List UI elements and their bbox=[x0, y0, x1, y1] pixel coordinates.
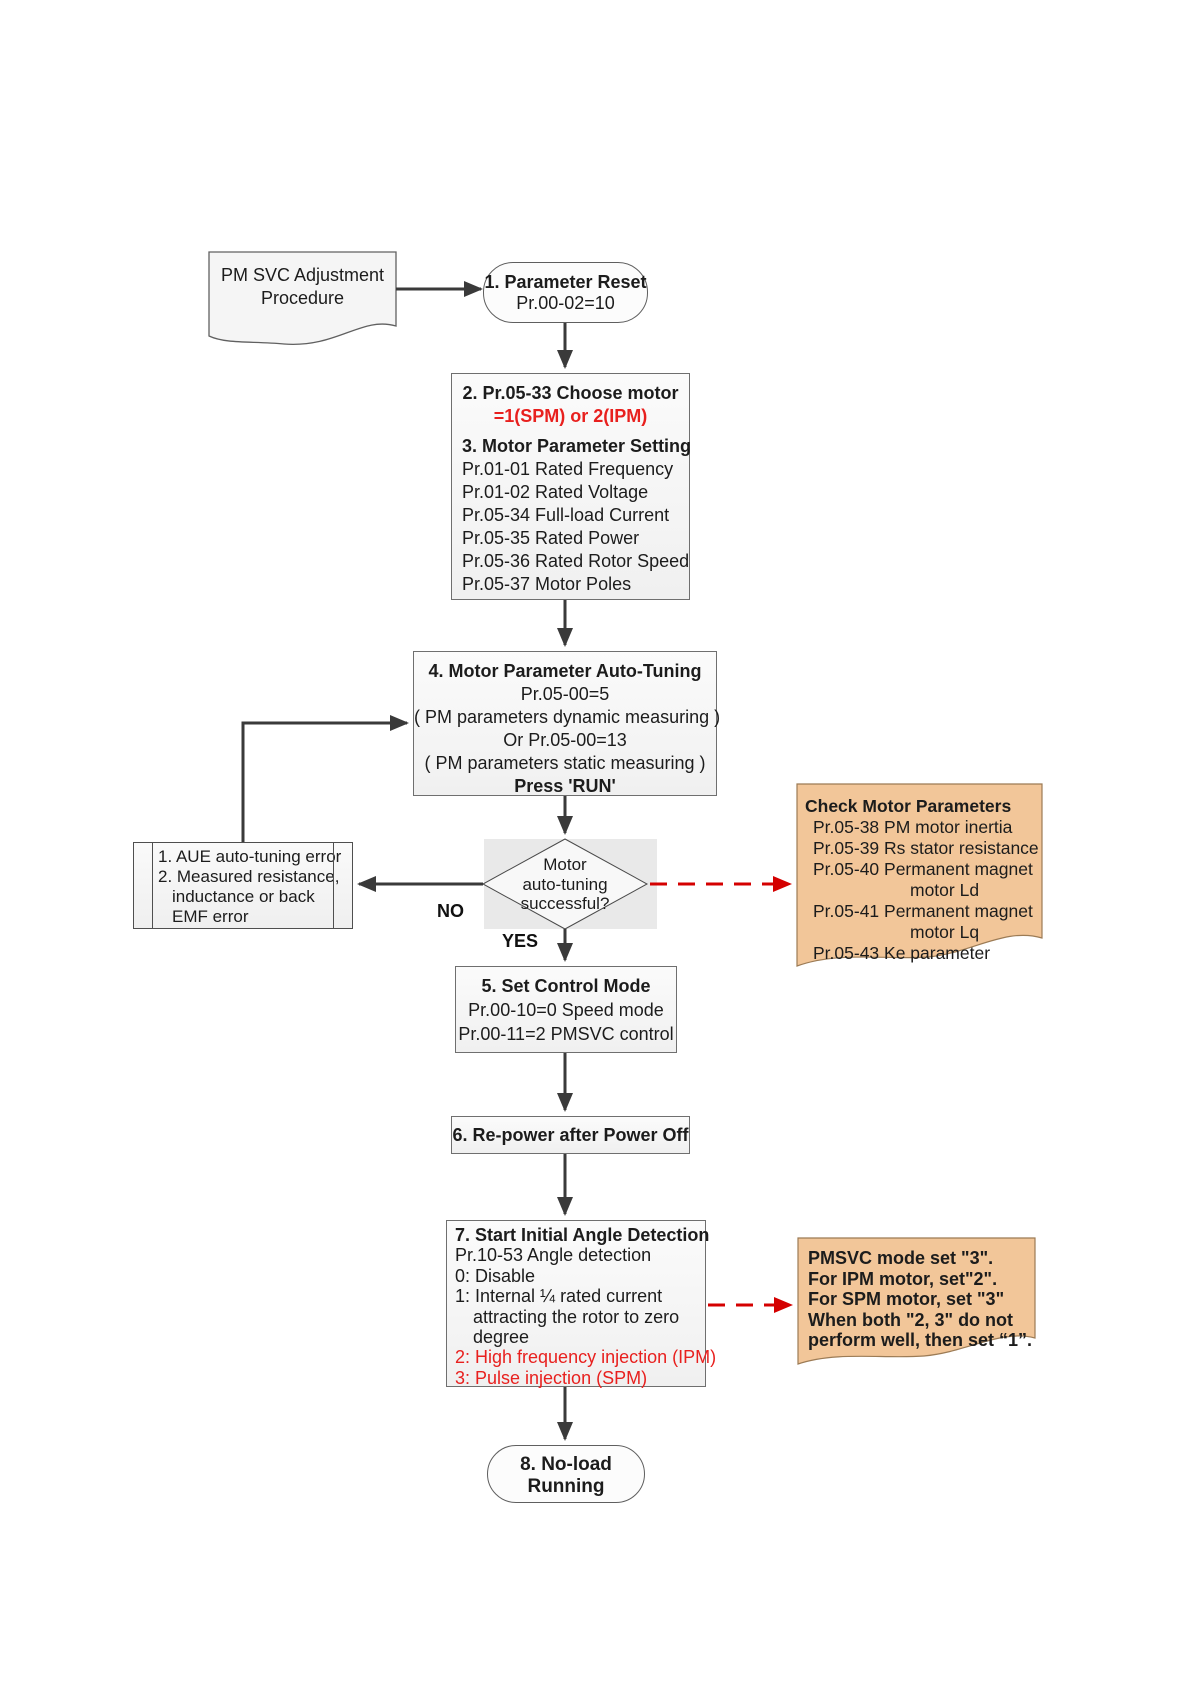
step4-param: Or Pr.05-00=13 bbox=[503, 730, 627, 750]
step7-box: 7. Start Initial Angle Detection Pr.10-5… bbox=[446, 1220, 717, 1388]
step3-title: 3. Motor Parameter Setting bbox=[462, 436, 692, 456]
pmsvc-mode-note: PMSVC mode set "3". For IPM motor, set"2… bbox=[798, 1238, 1035, 1351]
step4-action: Press 'RUN' bbox=[514, 776, 616, 796]
start-document: PM SVC Adjustment Procedure bbox=[209, 252, 396, 332]
check-param: motor Ld bbox=[910, 880, 980, 900]
step2-value: =1(SPM) or 2(IPM) bbox=[493, 406, 648, 426]
step7-option: 2: High frequency injection (IPM) bbox=[455, 1347, 717, 1368]
start-line: Procedure bbox=[260, 288, 345, 308]
note-line: For IPM motor, set"2". bbox=[808, 1268, 998, 1289]
step4-box: 4. Motor Parameter Auto-Tuning Pr.05-00=… bbox=[413, 651, 721, 796]
error-line: 1. AUE auto-tuning error bbox=[158, 847, 342, 866]
step3-param: Pr.01-02 Rated Voltage bbox=[462, 482, 649, 502]
step7-option: degree bbox=[473, 1327, 530, 1348]
step2-title: 2. Pr.05-33 Choose motor bbox=[462, 383, 679, 403]
step5-box: 5. Set Control Mode Pr.00-10=0 Speed mod… bbox=[455, 966, 677, 1053]
step4-note: ( PM parameters static measuring ) bbox=[424, 753, 706, 773]
step4-note: ( PM parameters dynamic measuring ) bbox=[414, 707, 721, 727]
step3-param: Pr.01-01 Rated Frequency bbox=[462, 459, 674, 479]
step3-param: Pr.05-37 Motor Poles bbox=[462, 574, 632, 594]
check-param: Pr.05-39 Rs stator resistance bbox=[813, 838, 1039, 858]
step5-param: Pr.00-11=2 PMSVC control bbox=[458, 1024, 674, 1044]
step7-option: 0: Disable bbox=[455, 1265, 536, 1286]
check-parameters-note: Check Motor Parameters Pr.05-38 PM motor… bbox=[797, 784, 1042, 964]
pmsvc-mode-note-shape bbox=[797, 1237, 1036, 1365]
step4-title: 4. Motor Parameter Auto-Tuning bbox=[428, 661, 702, 681]
check-parameters-note-shape bbox=[796, 783, 1043, 967]
note-line: When both "2, 3" do not bbox=[808, 1309, 1014, 1330]
error-line: inductance or back bbox=[172, 887, 315, 906]
error-line: 2. Measured resistance, bbox=[158, 867, 340, 886]
check-param: Pr.05-41 Permanent magnet bbox=[813, 901, 1033, 921]
step1-terminator: 1. Parameter Reset Pr.00-02=10 bbox=[483, 262, 648, 323]
decision-line: auto-tuning bbox=[522, 874, 608, 894]
start-document-shape bbox=[208, 251, 397, 345]
step4-param: Pr.05-00=5 bbox=[520, 684, 610, 704]
step5-param: Pr.00-10=0 Speed mode bbox=[468, 1000, 664, 1020]
step6-title: 6. Re-power after Power Off bbox=[452, 1124, 689, 1145]
step7-title: 7. Start Initial Angle Detection bbox=[455, 1225, 710, 1245]
no-label: NO bbox=[437, 901, 464, 921]
note-line: For SPM motor, set "3" bbox=[808, 1289, 1005, 1309]
check-param: Pr.05-43 Ke parameter bbox=[813, 943, 991, 963]
step1-param: Pr.00-02=10 bbox=[516, 293, 615, 313]
step7-option: 1: Internal ¼ rated current bbox=[455, 1286, 663, 1307]
error-box: 1. AUE auto-tuning error 2. Measured res… bbox=[133, 842, 353, 929]
arrow-error-to-step4-loop bbox=[241, 715, 409, 842]
start-line: PM SVC Adjustment bbox=[220, 265, 385, 285]
note-line: PMSVC mode set "3". bbox=[808, 1248, 994, 1268]
step3-param: Pr.05-34 Full-load Current bbox=[462, 505, 670, 525]
step7-option: 3: Pulse injection (SPM) bbox=[455, 1367, 648, 1388]
note-line: perform well, then set “1”. bbox=[808, 1330, 1033, 1350]
error-line: EMF error bbox=[172, 907, 249, 926]
step8-line: Running bbox=[527, 1476, 605, 1497]
step8-line: 8. No-load bbox=[520, 1454, 612, 1475]
step8-terminator: 8. No-load Running bbox=[487, 1445, 645, 1503]
predefined-bar-left bbox=[152, 843, 153, 928]
decision-diamond: Motor auto-tuning successful? bbox=[490, 855, 640, 914]
step6-box: 6. Re-power after Power Off bbox=[451, 1116, 690, 1154]
step7-option: attracting the rotor to zero bbox=[473, 1306, 680, 1327]
predefined-bar-right bbox=[333, 843, 334, 928]
decision-line: successful? bbox=[520, 894, 610, 913]
step5-title: 5. Set Control Mode bbox=[481, 976, 651, 996]
step3-param: Pr.05-36 Rated Rotor Speed bbox=[462, 551, 690, 571]
check-param: motor Lq bbox=[910, 922, 980, 942]
yes-label: YES bbox=[502, 931, 539, 951]
step7-param: Pr.10-53 Angle detection bbox=[455, 1245, 652, 1266]
check-title: Check Motor Parameters bbox=[805, 796, 1012, 816]
step1-title: 1. Parameter Reset bbox=[484, 272, 647, 292]
check-param: Pr.05-40 Permanent magnet bbox=[813, 859, 1033, 879]
decision-line: Motor bbox=[543, 855, 587, 874]
step3-param: Pr.05-35 Rated Power bbox=[462, 528, 640, 548]
check-param: Pr.05-38 PM motor inertia bbox=[813, 817, 1013, 837]
step2-3-box: 2. Pr.05-33 Choose motor =1(SPM) or 2(IP… bbox=[451, 373, 692, 600]
